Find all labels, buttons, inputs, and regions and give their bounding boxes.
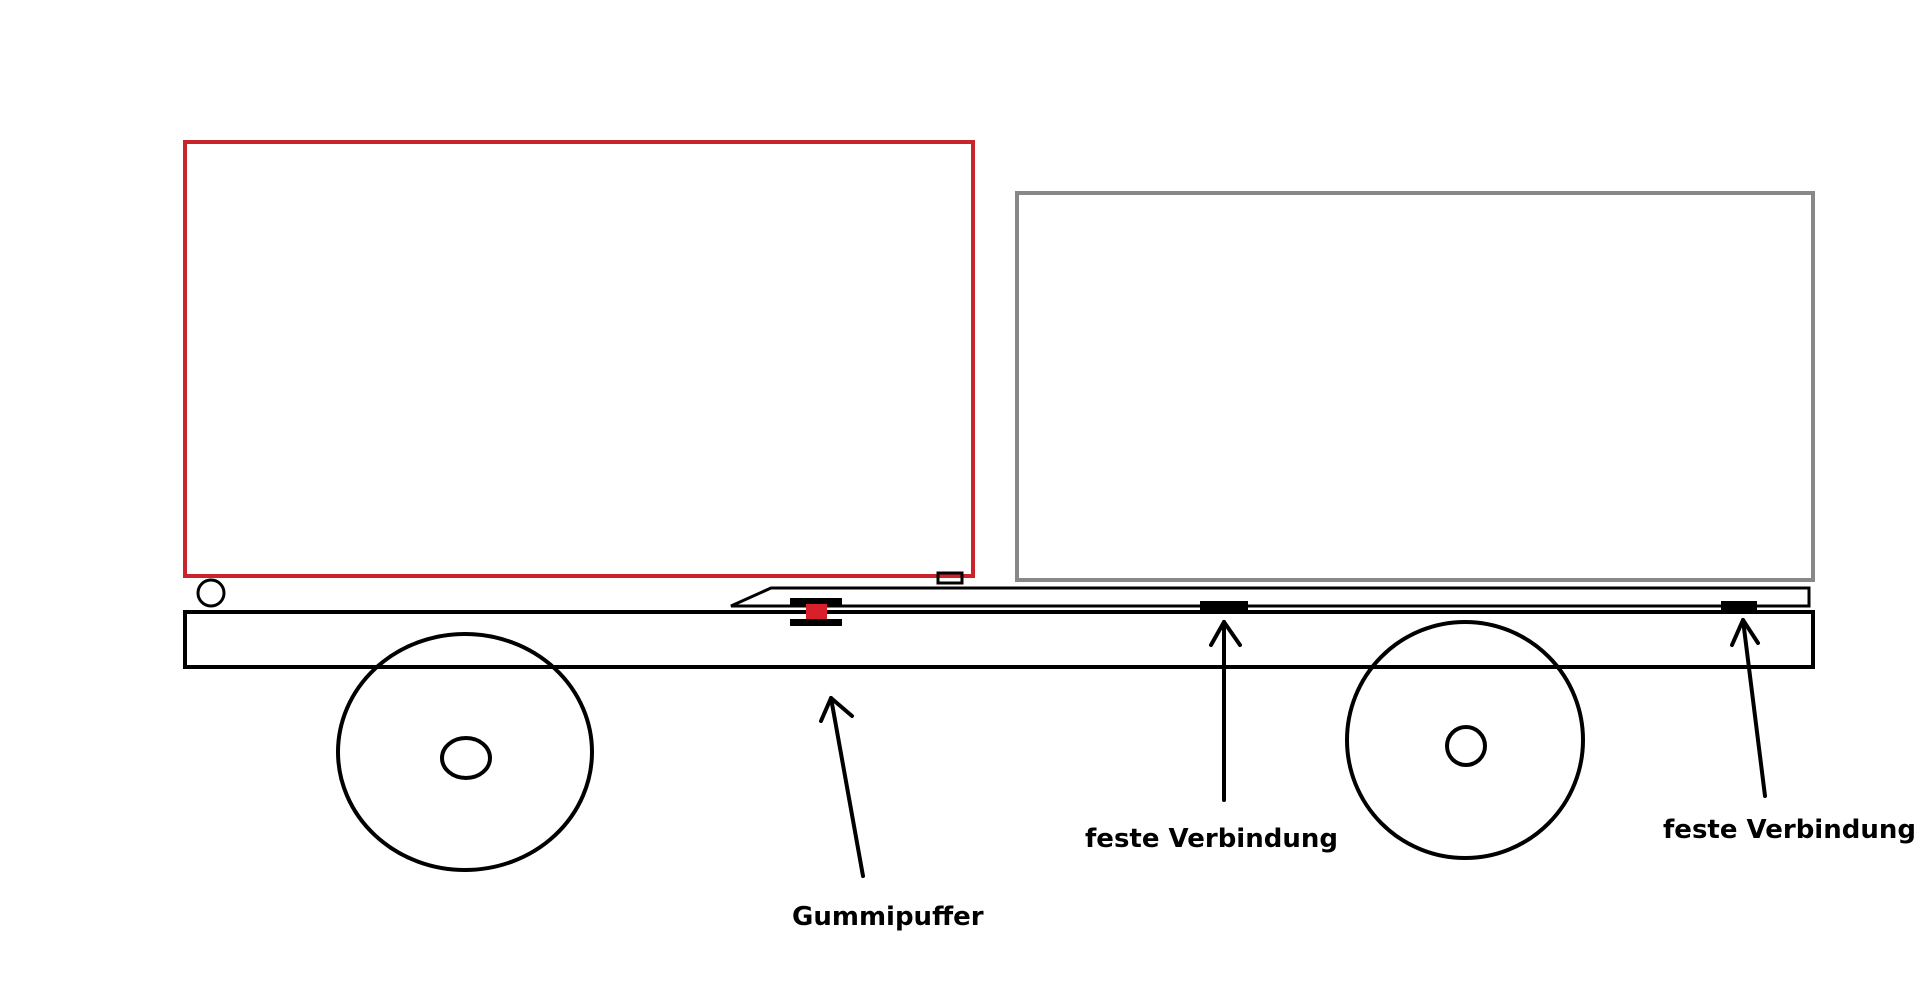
front-wheel xyxy=(336,632,594,872)
rear-body-box xyxy=(1015,191,1815,582)
rear-wheel-hub xyxy=(1445,725,1487,767)
rubber-buffer-label: Gummipuffer xyxy=(792,902,984,932)
fixed-connection-middle-label: feste Verbindung xyxy=(1085,824,1338,854)
rubber-buffer-bottom-plate xyxy=(790,619,842,626)
front-pivot-circle xyxy=(196,578,226,608)
rubber-buffer-pad xyxy=(806,604,827,619)
rear-wheel xyxy=(1345,620,1585,860)
fixed-connection-rear-label: feste Verbindung xyxy=(1663,815,1914,845)
front-wheel-hub xyxy=(440,736,492,780)
fixed-connection-rear-arrow xyxy=(1730,618,1767,798)
chassis-frame xyxy=(183,610,1815,669)
rubber-buffer-arrow xyxy=(819,696,865,878)
rubber-buffer-top-plate xyxy=(790,598,842,605)
front-body-bracket xyxy=(936,571,964,585)
fixed-connection-middle-block xyxy=(1200,601,1248,610)
fixed-connection-rear-block xyxy=(1721,601,1757,610)
sub-frame-rail xyxy=(730,586,1811,608)
rubber-buffer xyxy=(790,598,842,626)
front-body-box xyxy=(183,140,975,578)
fixed-connection-middle-arrow xyxy=(1209,620,1242,802)
